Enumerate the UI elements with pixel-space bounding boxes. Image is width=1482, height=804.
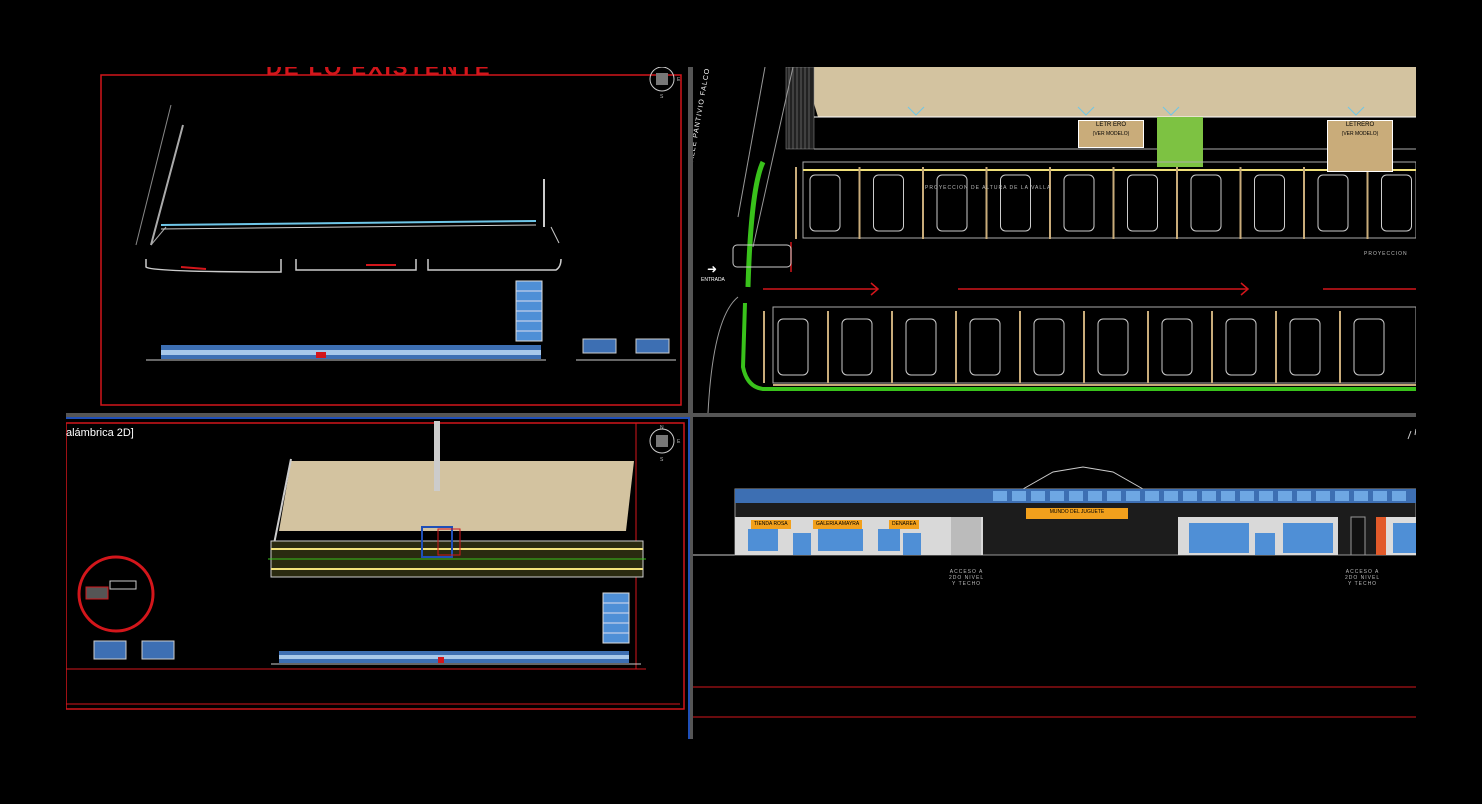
compass-south: S <box>660 457 665 463</box>
parking-car <box>1161 318 1193 376</box>
facade-window <box>1373 491 1387 501</box>
facade-window <box>1145 491 1159 501</box>
viewport-divider-vertical[interactable] <box>688 67 693 739</box>
parking-car <box>1381 174 1412 232</box>
parking-car <box>841 318 873 376</box>
sign-left-title: LETR ERO <box>1095 122 1126 128</box>
store-galeria-amayra: GALERIA AMAYRA <box>813 520 863 529</box>
parking-car <box>1317 174 1349 232</box>
heading-fragment: DE LO EXISTENTE <box>266 67 492 80</box>
parking-car <box>1353 318 1385 376</box>
access-right-line-1: ACCESO A <box>1345 569 1380 575</box>
entrance-label: ENTRADA <box>701 277 725 283</box>
parking-car <box>969 318 1001 376</box>
facade-window <box>1297 491 1311 501</box>
projection-right-label: PROYECCION <box>1364 251 1408 257</box>
entrance-arrow-icon: ➜ <box>707 262 718 276</box>
access-left-line-3: Y TECHO <box>952 581 982 587</box>
viewport-bottom-left[interactable]: alámbrica 2D] N S E <box>66 417 690 739</box>
sign-left-sub: (VER MODELO) <box>1092 131 1130 137</box>
viewport-top-left[interactable]: DE LO EXISTENTE S E <box>66 67 688 413</box>
facade-window <box>1126 491 1140 501</box>
facade-window <box>1240 491 1254 501</box>
parking-car <box>873 174 904 232</box>
facade-window <box>1259 491 1273 501</box>
projection-top-label: PROYECCION DE ALTURA DE LA VALLA <box>925 185 1052 191</box>
parking-car <box>777 318 809 376</box>
parking-car <box>1190 174 1222 232</box>
store-tienda-rosa: TIENDA ROSA <box>751 520 791 529</box>
sign-right: LETRERO (VER MODELO) <box>1327 120 1393 172</box>
compass-east: E <box>677 77 682 83</box>
facade-window <box>993 491 1007 501</box>
parking-car <box>1000 174 1031 232</box>
facade-window <box>1069 491 1083 501</box>
viewport-bottom-right[interactable]: TIENDA ROSA GALERIA AMAYRA DENAREA MUNDO… <box>693 417 1416 739</box>
facade-window <box>1183 491 1197 501</box>
sign-right-sub: (VER MODELO) <box>1341 131 1379 137</box>
parking-car <box>809 174 841 232</box>
compass-south: S <box>660 94 665 100</box>
viewport-top-right[interactable]: CALLE PANTIVIO FALCO ➜ ENTRADA LETR ERO … <box>693 67 1416 413</box>
viewport-divider-horizontal[interactable] <box>66 413 1416 417</box>
facade-window <box>1031 491 1045 501</box>
parking-car <box>936 174 968 232</box>
store-mundo-del-juguete: MUNDO DEL JUGUETE <box>1026 508 1128 519</box>
facade-window <box>1316 491 1330 501</box>
facade-window <box>1050 491 1064 501</box>
access-left-line-2: 2DO NIVEL <box>949 575 985 581</box>
parking-car <box>1254 174 1285 232</box>
facade-window <box>1012 491 1026 501</box>
facade-window <box>1392 491 1406 501</box>
parking-car <box>1097 318 1129 376</box>
facade-window <box>1354 491 1368 501</box>
facade-window <box>1107 491 1121 501</box>
access-left-note: ACCESO A 2DO NIVEL Y TECHO <box>949 569 984 587</box>
sign-right-title: LETRERO <box>1345 122 1375 128</box>
access-right-line-2: 2DO NIVEL <box>1345 575 1381 581</box>
sign-left: LETR ERO (VER MODELO) <box>1078 120 1144 148</box>
facade-window <box>1278 491 1292 501</box>
parking-car <box>1127 174 1158 232</box>
access-right-note: ACCESO A 2DO NIVEL Y TECHO <box>1345 569 1380 587</box>
parking-car <box>1063 174 1095 232</box>
parking-car <box>905 318 937 376</box>
facade-window <box>1088 491 1102 501</box>
view-label[interactable]: alámbrica 2D] <box>66 427 134 439</box>
facade-window <box>1221 491 1235 501</box>
access-right-line-3: Y TECHO <box>1348 581 1378 587</box>
access-left-line-1: ACCESO A <box>949 569 984 575</box>
facade-window <box>1164 491 1178 501</box>
facade-window <box>1335 491 1349 501</box>
store-denarea: DENAREA <box>889 520 920 529</box>
parking-car <box>1033 318 1065 376</box>
parking-car <box>1225 318 1257 376</box>
parking-car <box>1289 318 1321 376</box>
compass-north: N <box>660 425 665 431</box>
facade-window <box>1202 491 1216 501</box>
compass-east: E <box>677 439 682 445</box>
